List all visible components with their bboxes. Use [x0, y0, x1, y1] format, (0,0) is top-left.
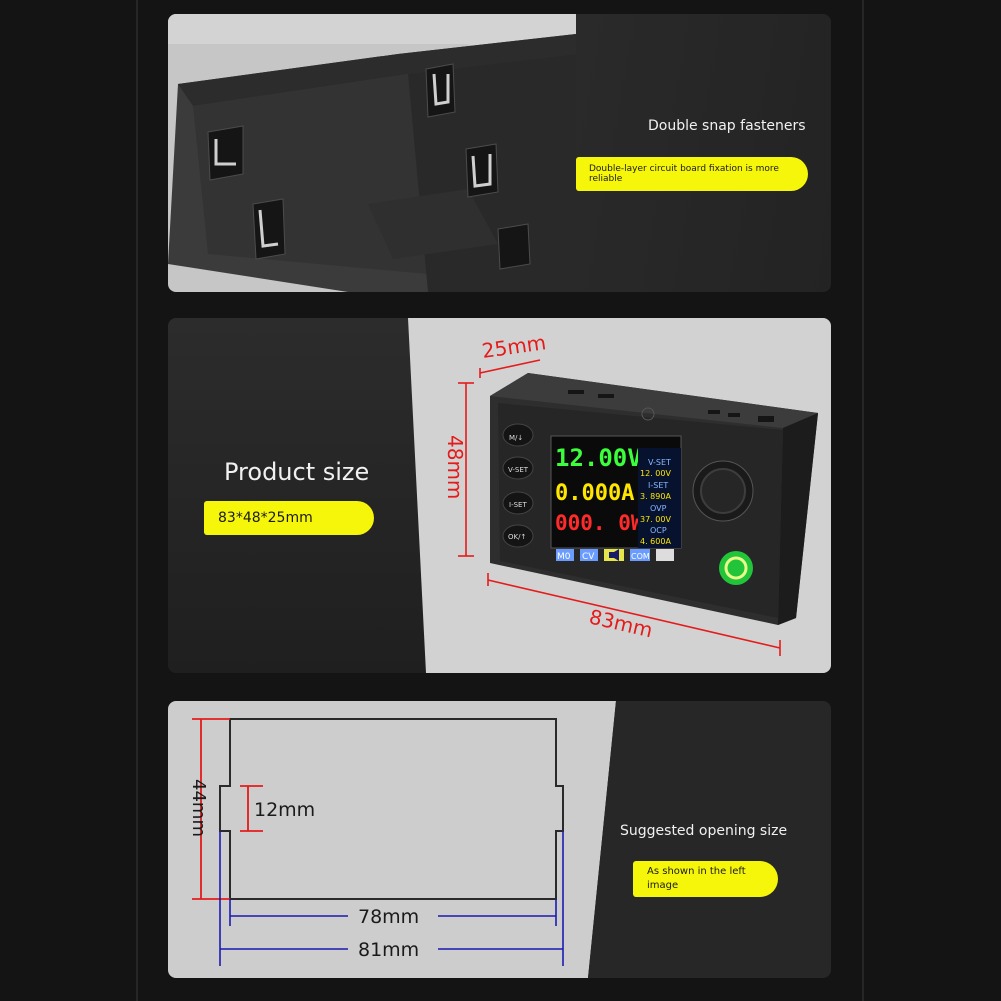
vset-label: V-SET: [648, 458, 671, 467]
ocp-label: OCP: [650, 526, 667, 535]
status-mode: M0: [557, 552, 571, 562]
dim-78: 78mm: [358, 906, 419, 928]
dim-81: 81mm: [358, 939, 419, 961]
status-bar: M0 CV COM: [556, 549, 674, 562]
vset-value: 12. 00V: [640, 469, 671, 478]
opening-diagram: 44mm 12mm 78mm 81mm: [168, 701, 831, 978]
size-pill: 83*48*25mm: [204, 501, 374, 535]
panel-dark-area: [576, 14, 831, 292]
ovp-value: 37. 00V: [640, 515, 671, 524]
opening-pill: As shown in the left image: [633, 861, 778, 897]
ovp-label: OVP: [650, 504, 667, 513]
panel-heading: Product size: [224, 458, 370, 486]
dim-12: 12mm: [254, 799, 315, 821]
button-label: V-SET: [508, 466, 529, 474]
button-label: I-SET: [509, 501, 527, 509]
product-size-panel: M/↓ V-SET I-SET OK/↑ 12.00V 0.000A 000. …: [168, 318, 831, 673]
dim-height: 48mm: [443, 435, 467, 499]
button-label: M/↓: [509, 434, 523, 442]
panel-heading: Suggested opening size: [620, 823, 788, 839]
left-edge-strip: [136, 0, 138, 1001]
opening-size-panel: 44mm 12mm 78mm 81mm Suggested opening si…: [168, 701, 831, 978]
power-readout: 000. 0W: [555, 511, 644, 535]
snap-fastener-panel: Double snap fasteners Double-layer circu…: [168, 14, 831, 292]
status-cv: CV: [582, 552, 595, 562]
button-label: OK/↑: [508, 533, 526, 541]
device-photo: M/↓ V-SET I-SET OK/↑ 12.00V 0.000A 000. …: [408, 318, 831, 673]
feature-pill: Double-layer circuit board fixation is m…: [576, 157, 808, 191]
status-com: COM: [631, 552, 650, 561]
right-edge-strip: [862, 0, 864, 1001]
iset-value: 3. 890A: [640, 492, 671, 501]
panel-heading: Double snap fasteners: [648, 118, 806, 134]
ocp-value: 4. 600A: [640, 537, 671, 546]
speaker-icon: [609, 549, 619, 561]
iset-label: I-SET: [648, 481, 668, 490]
power-button-icon: [719, 551, 753, 585]
current-readout: 0.000A: [555, 481, 634, 506]
dim-44: 44mm: [188, 779, 209, 837]
voltage-readout: 12.00V: [555, 444, 642, 472]
enclosure-photo: [168, 14, 576, 292]
